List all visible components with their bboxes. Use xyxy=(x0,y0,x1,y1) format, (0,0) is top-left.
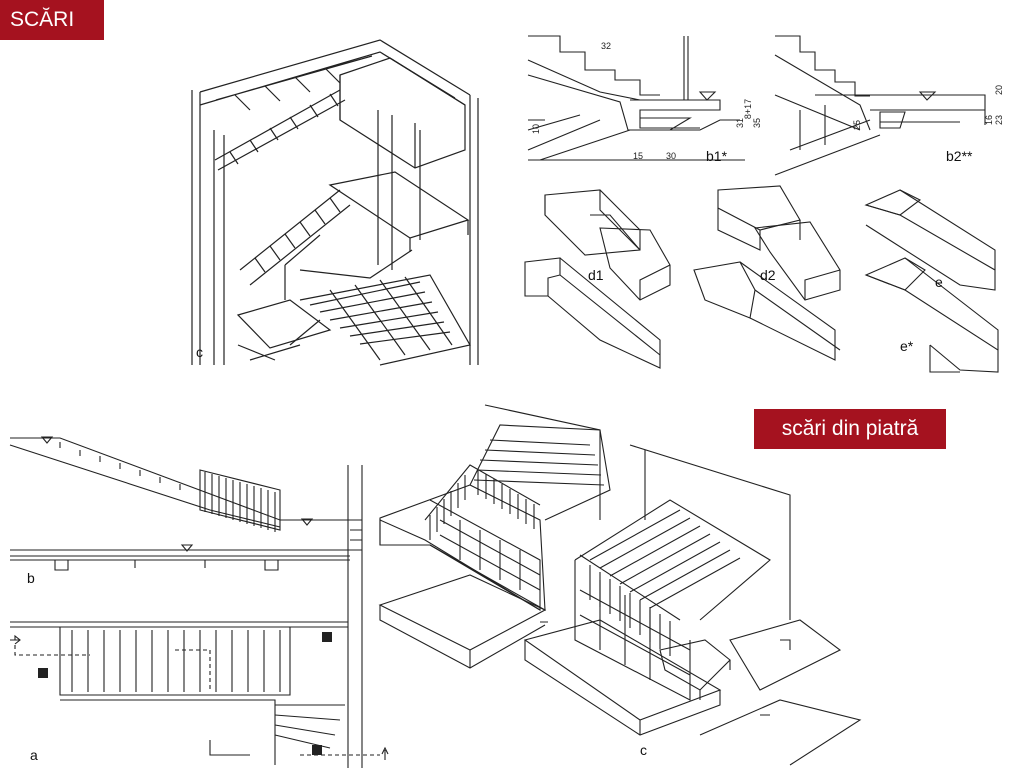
dim-b1-left: 10 xyxy=(531,123,542,135)
dim-b1-r1: 31 xyxy=(735,117,746,129)
dim-b1-top: 32 xyxy=(601,41,612,51)
label-bottom-plan: a xyxy=(30,747,38,763)
dim-b1-bottom: 15 xyxy=(633,151,644,161)
dim-b2-r3: 23 xyxy=(994,114,1005,126)
label-d2: d2 xyxy=(760,267,776,283)
caption-badge: scări din piatră xyxy=(754,409,946,449)
dim-b2-r2: 16 xyxy=(984,114,995,126)
dim-b1-bottom2: 30 xyxy=(666,151,677,161)
dim-b1-r3: 8+17 xyxy=(743,98,754,120)
label-top-iso: c xyxy=(196,344,203,360)
label-bottom-section: b xyxy=(27,570,35,586)
dim-b2-r1: 20 xyxy=(994,84,1005,96)
slide-title: SCĂRI xyxy=(0,0,104,40)
dim-b1-r2: 35 xyxy=(752,117,763,129)
label-e: e xyxy=(935,274,943,290)
label-b2: b2** xyxy=(946,148,973,164)
label-d1: d1 xyxy=(588,267,604,283)
label-e-star: e* xyxy=(900,338,914,354)
label-bottom-iso: c xyxy=(640,742,647,758)
dim-b2-left: 25 xyxy=(852,119,863,131)
label-b1: b1* xyxy=(706,148,728,164)
